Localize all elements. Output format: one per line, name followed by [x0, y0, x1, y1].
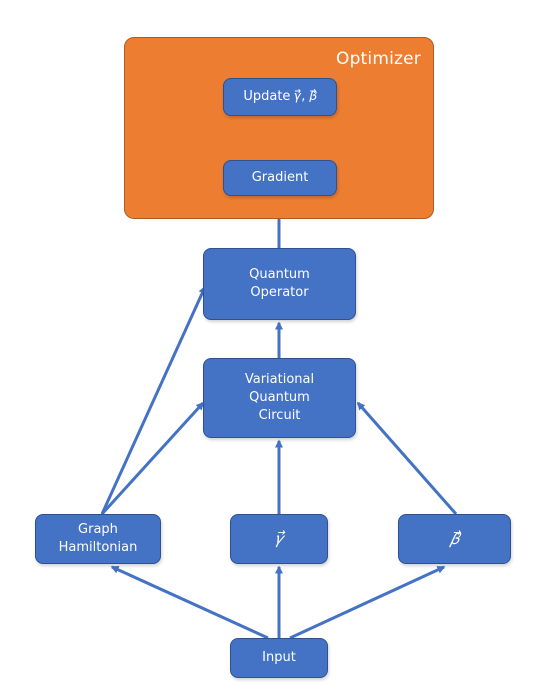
edge-beta-to-vqc: [356, 401, 458, 515]
quantum-operator-node: Quantum Operator: [203, 248, 356, 320]
edge-input-to-beta: [289, 565, 446, 640]
beta-node: 𝛽⃗: [398, 514, 511, 564]
optimizer-label: Optimizer: [335, 49, 421, 69]
update-node: Update 𝛾⃗, 𝛽⃗: [223, 78, 337, 116]
edge-graph-hamiltonian-to-vqc: [100, 401, 205, 516]
edge-input-to-graph-hamiltonian: [110, 565, 269, 640]
vqc-node-label: Variational Quantum Circuit: [244, 372, 315, 423]
input-node: Input: [230, 638, 328, 678]
gamma-node-label: 𝛾⃗: [274, 529, 284, 548]
graph-hamiltonian-node-label: Graph Hamiltonian: [58, 522, 138, 555]
vqc-node: Variational Quantum Circuit: [203, 358, 356, 438]
quantum-operator-node-label: Quantum Operator: [249, 267, 310, 300]
gradient-node-label: Gradient: [251, 170, 309, 185]
edge-graph-hamiltonian-to-qop: [100, 285, 207, 515]
graph-hamiltonian-node: Graph Hamiltonian: [35, 514, 161, 564]
gradient-node: Gradient: [223, 160, 337, 196]
input-node-label: Input: [262, 650, 296, 665]
update-node-label: Update 𝛾⃗, 𝛽⃗: [243, 89, 317, 104]
gamma-node: 𝛾⃗: [230, 514, 328, 564]
beta-node-label: 𝛽⃗: [450, 529, 459, 548]
